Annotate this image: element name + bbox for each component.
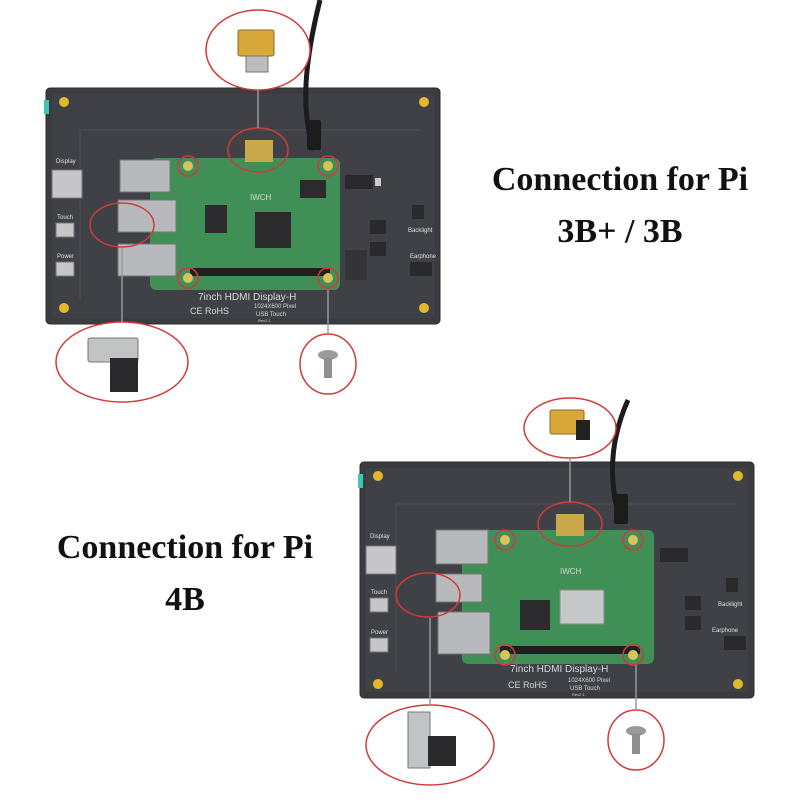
mount-hole-bottom-right <box>419 303 429 313</box>
board-certs-2: CE RoHS <box>508 680 547 690</box>
caption-pi-4b-line1: Connection for Pi <box>56 529 314 566</box>
power-usb-port <box>55 261 75 277</box>
board-title: 7inch HDMI Display-H <box>198 292 296 303</box>
display-board-top: Display Touch Power Backlight Earphone I… <box>44 0 441 325</box>
mount-hole-top-left <box>59 97 69 107</box>
touch-usb-port <box>55 222 75 238</box>
caption-pi-3b-line1: Connection for Pi <box>491 161 749 198</box>
board-rev-2: Rev2.1 <box>572 692 585 697</box>
callout-screw-top <box>299 290 357 395</box>
callout-usb-adapter-bottom <box>365 618 495 786</box>
callout-hdmi-adapter-top <box>205 9 311 128</box>
earphone-label-2: Earphone <box>712 628 739 634</box>
raspberry-pi-4b: IWCH <box>435 529 654 664</box>
board-rev: Rev2.1 <box>258 318 271 323</box>
port-power-label: Power <box>57 254 74 260</box>
port-power-label-2: Power <box>371 630 388 636</box>
port-display-label: Display <box>56 159 76 165</box>
board-touch: USB Touch <box>256 312 286 318</box>
port-display-label-2: Display <box>370 534 390 540</box>
raspberry-pi-3b: IWCH <box>117 158 340 290</box>
caption-pi-3b: Connection for Pi 3B+ / 3B <box>440 160 800 252</box>
display-board-bottom: Display Touch Power Backlight Earphone I… <box>358 398 755 699</box>
pi-logo-text: IWCH <box>250 193 272 202</box>
backlight-label: Backlight <box>408 228 433 234</box>
port-touch-label-2: Touch <box>371 590 387 596</box>
highlight-usb-adapter <box>89 202 155 248</box>
pi4-logo-text: IWCH <box>560 567 582 576</box>
mount-hole-bottom-left <box>59 303 69 313</box>
port-touch-label: Touch <box>57 215 73 221</box>
backlight-label-2: Backlight <box>718 602 743 608</box>
callout-screw-bottom <box>607 665 665 771</box>
board-title-2: 7inch HDMI Display-H <box>510 664 608 675</box>
board-resolution: 1024X600 Pixel <box>254 304 296 310</box>
caption-pi-3b-line2: 3B+ / 3B <box>557 213 683 250</box>
caption-pi-4b: Connection for Pi 4B <box>0 528 370 620</box>
earphone-label: Earphone <box>410 254 437 260</box>
caption-pi-4b-line2: 4B <box>165 581 205 618</box>
callout-hdmi-adapter-bottom <box>523 397 617 502</box>
mount-hole-top-right <box>419 97 429 107</box>
callout-usb-adapter-top <box>55 248 189 403</box>
board-resolution-2: 1024X600 Pixel <box>568 678 610 684</box>
display-hdmi-port <box>51 169 83 199</box>
board-touch-2: USB Touch <box>570 686 600 692</box>
board-certs: CE RoHS <box>190 306 229 316</box>
